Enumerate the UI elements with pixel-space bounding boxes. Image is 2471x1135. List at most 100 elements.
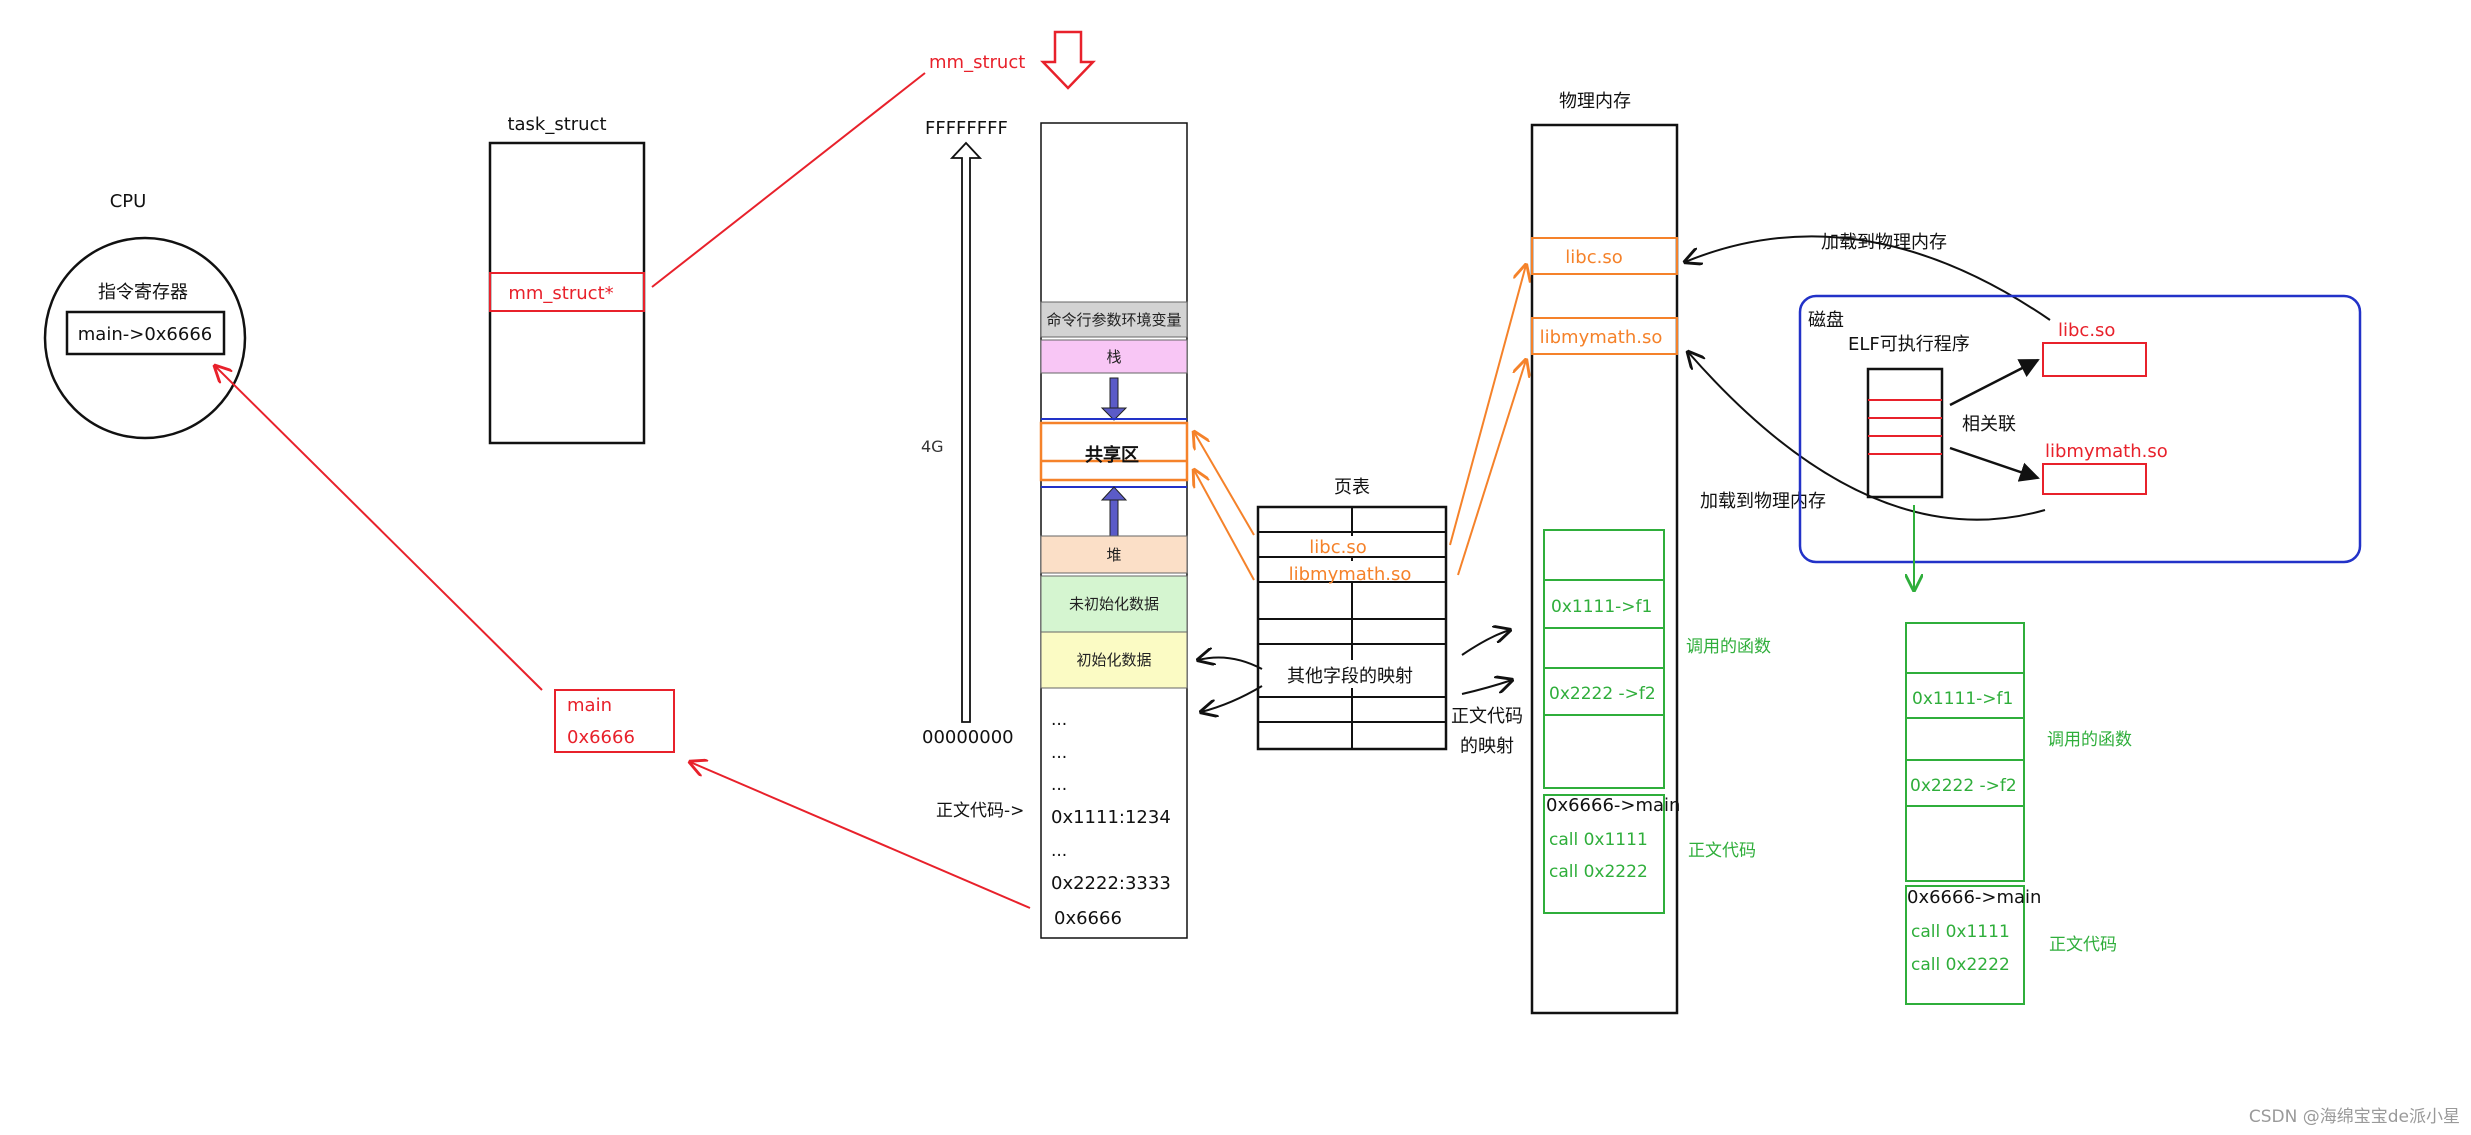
region-heap [1040,535,1188,574]
disk-libmymath-label: libmymath.so [2045,441,2168,462]
disk-func1: 0x1111->f1 [1912,689,2013,709]
main-box-line1: main [567,695,612,716]
load-libc-arrow [1685,235,2051,321]
task-struct-title: task_struct [507,114,606,135]
phys-main-line: 0x6666->main [1546,795,1680,816]
disk-functions-box [1905,622,2025,882]
region-args-env-label: 命令行参数环境变量 [1046,311,1181,329]
main-to-register-arrow [215,366,543,691]
associated-label: 相关联 [1962,414,2016,435]
disk-func2: 0x2222 ->f2 [1910,776,2017,796]
region-shared-label: 共享区 [1085,444,1139,466]
code-section-label: 正文代码-> [936,801,1024,821]
task-struct-mm-field [489,272,645,312]
main-box-line2: 0x6666 [567,727,635,748]
phys-libmymath-label: libmymath.so [1540,327,1663,348]
disk-libmymath-box [2042,463,2147,495]
virtual-address-space: FFFFFFFF 00000000 4G 命令行参数环境变量 栈 共享区 堆 未… [921,118,1189,939]
region-stack-label: 栈 [1106,348,1121,366]
top-address: FFFFFFFF [925,118,1008,139]
page-table-other-bg [1268,660,1438,688]
phys-call2: call 0x2222 [1549,862,1648,882]
instruction-register-box [65,310,226,356]
region-shared-outer [1039,421,1189,482]
cpu-circle [43,236,247,440]
main-box: main 0x6666 [554,689,675,753]
disk-call1: call 0x1111 [1911,922,2010,942]
page-table-libmymath-bg [1287,561,1413,581]
code-mapping-line2: 的映射 [1460,736,1514,757]
page-table-libc-bg [1300,536,1380,556]
pt-to-phys-libmymath-arrow [1457,360,1526,576]
address-space-column [1040,122,1188,939]
code-line-3: 0x1111:1234 [1051,807,1171,828]
elf-to-libmymath-arrow [1949,446,2040,482]
code-line-0: ... [1051,710,1067,730]
code-to-main-arrow [690,762,1031,909]
phys-libmymath-region [1531,317,1678,355]
page-table: 页表 libc.so libmymath.so 其他字段的映射 [1256,477,1448,751]
elf-label: ELF可执行程序 [1848,334,1970,355]
elf-to-libc-arrow [1949,358,2040,407]
phys-code-box [1543,794,1665,914]
pt-to-data-arrow-1 [1198,657,1263,670]
phys-libc-region [1531,237,1678,275]
instruction-register-label: 指令寄存器 [98,282,188,303]
main-box-rect [554,689,675,753]
region-heap-label: 堆 [1106,546,1121,564]
mm-struct-label: mm_struct [929,52,1025,73]
down-arrow-icon [1040,30,1096,90]
stack-grow-arrow [1109,377,1119,409]
page-table-libmymath: libmymath.so [1289,564,1412,585]
mm-pointer-line [651,72,926,288]
code-mapping-line1: 正文代码 [1451,706,1523,727]
region-data [1040,631,1188,689]
code-line-6: 0x6666 [1054,908,1122,929]
disk-code-label: 正文代码 [2049,935,2117,955]
physical-memory: 物理内存 libc.so libmymath.so 0x1111->f1 0x2… [1530,91,1771,1015]
disk-call2: call 0x2222 [1911,955,2010,975]
cpu-title: CPU [110,191,147,212]
bottom-address: 00000000 [922,727,1014,748]
page-table-title: 页表 [1334,477,1370,498]
disk-libc-box [2042,342,2147,377]
disk-main-line: 0x6666->main [1907,887,2041,908]
cpu: CPU 指令寄存器 main->0x6666 [43,191,247,440]
physical-memory-column [1530,123,1679,1015]
stack-grow-arrow-head [1100,407,1128,421]
disk-called-functions: 调用的函数 [2047,730,2132,750]
phys-called-functions: 调用的函数 [1686,637,1771,657]
load-label-bottom: 加载到物理内存 [1700,491,1826,512]
disk: 磁盘 ELF可执行程序 libc.so libmymath.so 相关联 [1798,294,2362,564]
code-line-1: ... [1051,743,1067,763]
heap-grow-arrow [1109,499,1119,537]
phys-code-label: 正文代码 [1688,841,1756,861]
pt-to-phys-arrow-1 [1461,630,1510,656]
disk-title: 磁盘 [1808,310,1844,331]
region-stack [1040,339,1188,374]
pt-to-data-arrow-2 [1201,685,1263,712]
disk-program: 0x1111->f1 0x2222 ->f2 调用的函数 0x6666->mai… [1905,622,2132,1005]
pt-to-shared-arrow-2 [1194,470,1255,581]
address-size-label: 4G [921,437,944,456]
pt-to-shared-arrow-1 [1194,432,1255,536]
task-struct: task_struct mm_struct* [488,114,646,445]
phys-func1: 0x1111->f1 [1551,597,1652,617]
phys-func2: 0x2222 ->f2 [1549,684,1656,704]
code-line-5: 0x2222:3333 [1051,873,1171,894]
region-args-env [1040,301,1188,338]
phys-libc-label: libc.so [1565,247,1622,268]
region-bss-label: 未初始化数据 [1069,595,1159,613]
task-struct-mm-field-label: mm_struct* [508,283,613,304]
physical-memory-title: 物理内存 [1559,91,1631,112]
disk-box [1798,294,2362,564]
code-line-4: ... [1051,841,1067,861]
pt-to-phys-arrow-2 [1461,680,1512,695]
code-line-2: ... [1051,775,1067,795]
elf-box [1866,367,1944,499]
phys-functions-box [1543,529,1665,789]
page-table-other-mapping: 其他字段的映射 [1287,666,1413,687]
phys-call1: call 0x1111 [1549,830,1648,850]
disk-code-box [1905,885,2025,1005]
